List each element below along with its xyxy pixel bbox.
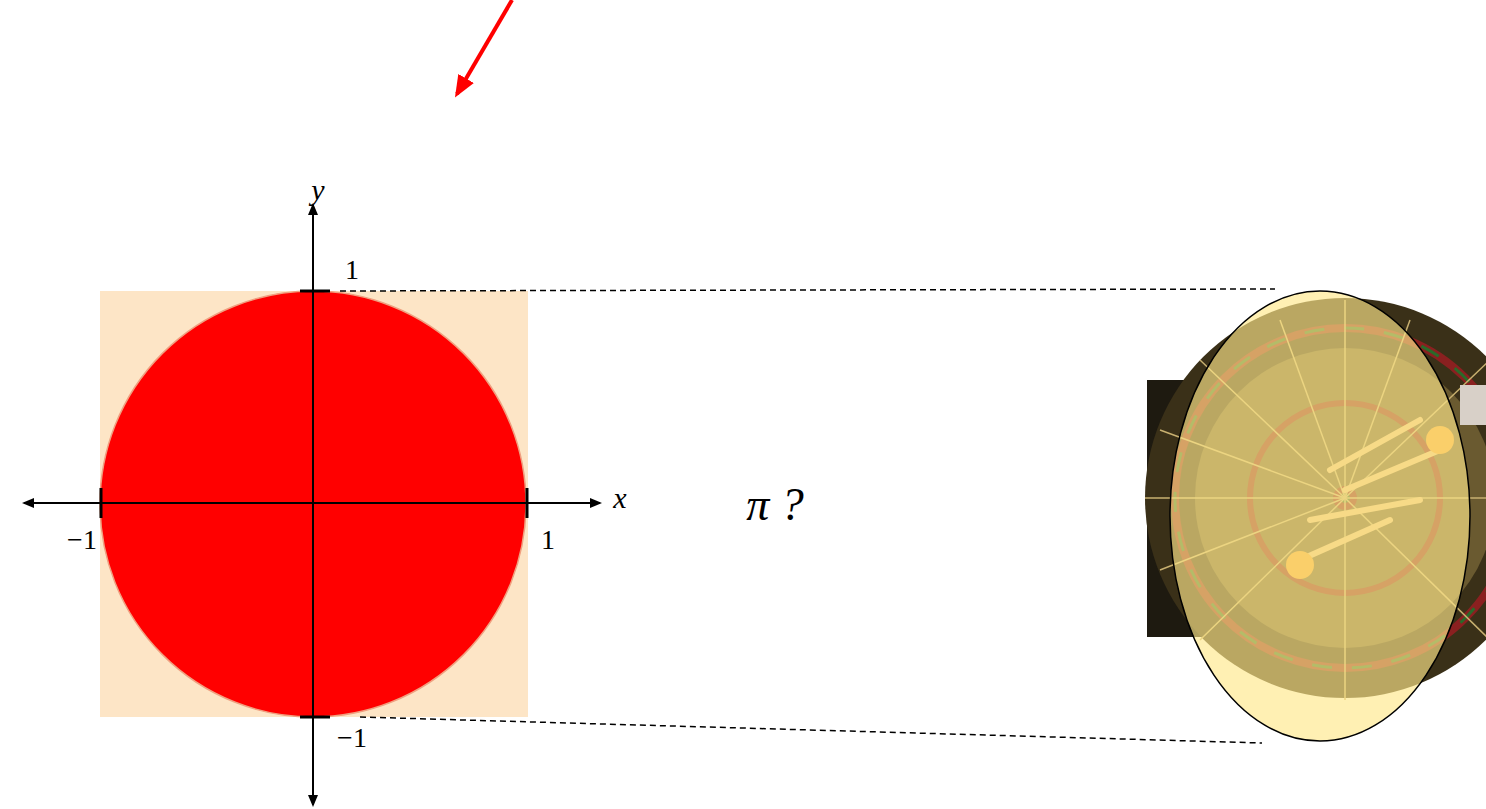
tick [100, 488, 103, 518]
axis-label: y [311, 175, 324, 205]
pointer-arrow [457, 0, 512, 94]
tick-label: −1 [67, 526, 97, 554]
tick [300, 290, 330, 293]
tick-label: −1 [337, 724, 367, 752]
tick [300, 716, 330, 719]
y-axis [312, 503, 314, 805]
y-axis [312, 205, 314, 503]
tick [526, 488, 529, 518]
x-axis [313, 502, 600, 504]
axis-label: x [613, 483, 626, 513]
guide-line [360, 717, 1262, 743]
guide-line [340, 289, 1275, 291]
pi-question: π ? [746, 482, 804, 528]
ellipse-outline [1170, 291, 1470, 741]
x-axis [24, 502, 313, 504]
tick-label: 1 [541, 526, 555, 554]
tick-label: 1 [345, 256, 359, 284]
